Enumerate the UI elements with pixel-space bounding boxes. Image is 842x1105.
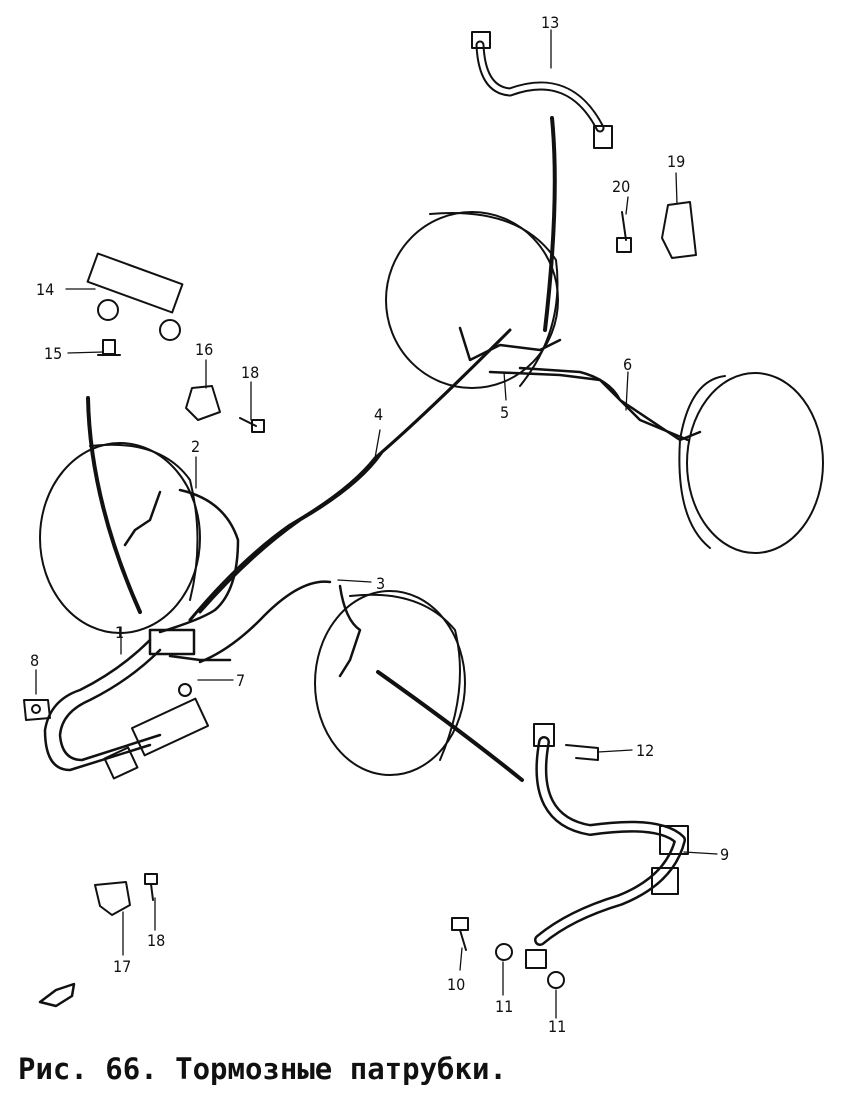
callout-5: 5	[500, 403, 509, 422]
wheel-front-right	[314, 590, 466, 776]
callout-16: 16	[195, 340, 213, 359]
part-13-rear-hose	[471, 31, 613, 149]
callout-2: 2	[191, 437, 200, 456]
part-6-brake-line	[518, 366, 702, 442]
part-4-brake-line	[188, 338, 502, 622]
callout-7: 7	[236, 671, 245, 690]
callout-11b: 11	[548, 1017, 566, 1036]
callout-9: 9	[720, 845, 729, 864]
callout-12: 12	[636, 741, 654, 760]
part-11-nut-b	[547, 971, 565, 989]
part-17-clamp	[94, 881, 131, 916]
direction-arrow-icon	[38, 982, 76, 1008]
leader-lines	[35, 29, 718, 1019]
callout-4: 4	[374, 405, 383, 424]
part-12-clip	[565, 744, 599, 761]
figure-caption: Рис. 66. Тормозные патрубки.	[18, 1052, 507, 1086]
callout-18-lower: 18	[147, 931, 165, 950]
front-axle-line	[86, 396, 142, 614]
callout-18-upper: 18	[241, 363, 259, 382]
part-8-clip	[23, 699, 51, 721]
part-3-brake-line	[198, 580, 362, 678]
part-18-bolt-upper	[239, 417, 265, 433]
part-10-bolt	[451, 917, 469, 951]
part-1-pipework	[43, 628, 232, 772]
callout-8: 8	[30, 651, 39, 670]
callout-17: 17	[113, 957, 131, 976]
part-19-bracket	[661, 201, 697, 259]
rear-axle-line	[543, 116, 557, 332]
callout-1: 1	[115, 623, 124, 642]
callout-labels: 1 2 3 4 5 6 7 8 9 10 11 11 12 13 14 15 1…	[30, 13, 729, 1036]
part-16-bracket	[185, 385, 221, 421]
callout-10: 10	[447, 975, 465, 994]
callout-3: 3	[376, 574, 385, 593]
callout-6: 6	[623, 355, 632, 374]
wheel-rear-right	[385, 211, 559, 389]
part-7-master-cylinder	[103, 683, 210, 780]
callout-13: 13	[541, 13, 559, 32]
callout-20: 20	[612, 177, 630, 196]
part-18-bolt-lower	[144, 873, 158, 901]
part-14-connector	[86, 252, 184, 341]
part-15-bolt	[97, 339, 121, 356]
callout-11a: 11	[495, 997, 513, 1016]
callout-15: 15	[44, 344, 62, 363]
part-20-bolt	[616, 211, 632, 253]
part-11-nut-a	[495, 943, 513, 961]
wheel-rear-left-far	[678, 372, 824, 554]
part-9-front-hose	[525, 723, 689, 969]
callout-19: 19	[667, 152, 685, 171]
right-axle-line	[376, 670, 524, 782]
wheel-front-left	[39, 442, 201, 634]
brake-hose-diagram: 1 2 3 4 5 6 7 8 9 10 11 11 12 13 14 15 1…	[23, 13, 824, 1036]
callout-14: 14	[36, 280, 54, 299]
part-2-brake-line	[158, 488, 240, 634]
